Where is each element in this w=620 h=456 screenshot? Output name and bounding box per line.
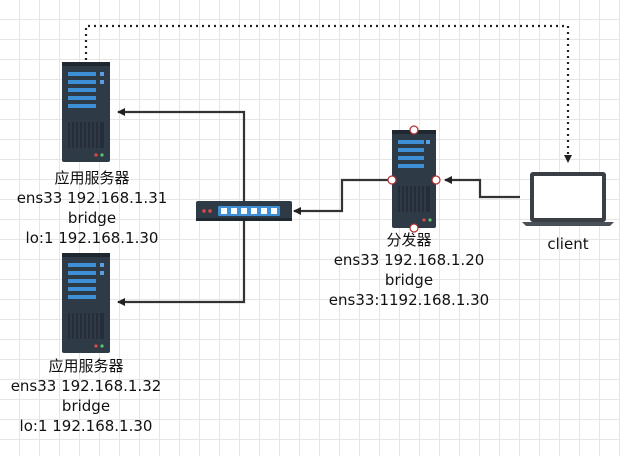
app-server-1-lo: lo:1 192.168.1.30 [25, 229, 159, 247]
app-server-2-mode: bridge [61, 397, 111, 415]
director-title: 分发器 [386, 231, 432, 249]
selection-handle-right[interactable] [431, 175, 441, 185]
switch-icon [196, 201, 292, 221]
client-label: client [547, 235, 589, 253]
app-server-2-lo: lo:1 192.168.1.30 [19, 417, 153, 435]
director-ens33: ens33 192.168.1.20 [333, 251, 485, 269]
selection-handle-bottom[interactable] [409, 223, 419, 233]
selection-handle-left[interactable] [387, 175, 397, 185]
app-server-2-ens33: ens33 192.168.1.32 [10, 377, 162, 395]
link-director-to-switch [293, 178, 390, 215]
app-server-1-ens33: ens33 192.168.1.31 [16, 189, 168, 207]
dotted-link-server1-client [84, 24, 572, 163]
server-icon-director [392, 130, 436, 228]
app-server-1-title: 应用服务器 [54, 169, 130, 187]
link-switch-to-server1 [117, 108, 246, 204]
link-switch-to-server2 [117, 214, 246, 306]
app-server-2-label: 应用服务器 ens33 192.168.1.32 bridge lo:1 192… [0, 356, 172, 436]
director-label: 分发器 ens33 192.168.1.20 bridge ens33:1192… [316, 230, 502, 310]
director-alias: ens33:1192.168.1.30 [328, 291, 490, 309]
app-server-2-title: 应用服务器 [48, 357, 124, 375]
link-client-to-director [444, 176, 520, 199]
director-mode: bridge [384, 271, 434, 289]
app-server-1-label: 应用服务器 ens33 192.168.1.31 bridge lo:1 192… [6, 168, 178, 248]
laptop-icon [522, 172, 614, 226]
server-icon-app-2 [62, 253, 110, 353]
selection-handle-top[interactable] [409, 125, 419, 135]
server-icon-app-1 [62, 62, 110, 162]
app-server-1-mode: bridge [67, 209, 117, 227]
